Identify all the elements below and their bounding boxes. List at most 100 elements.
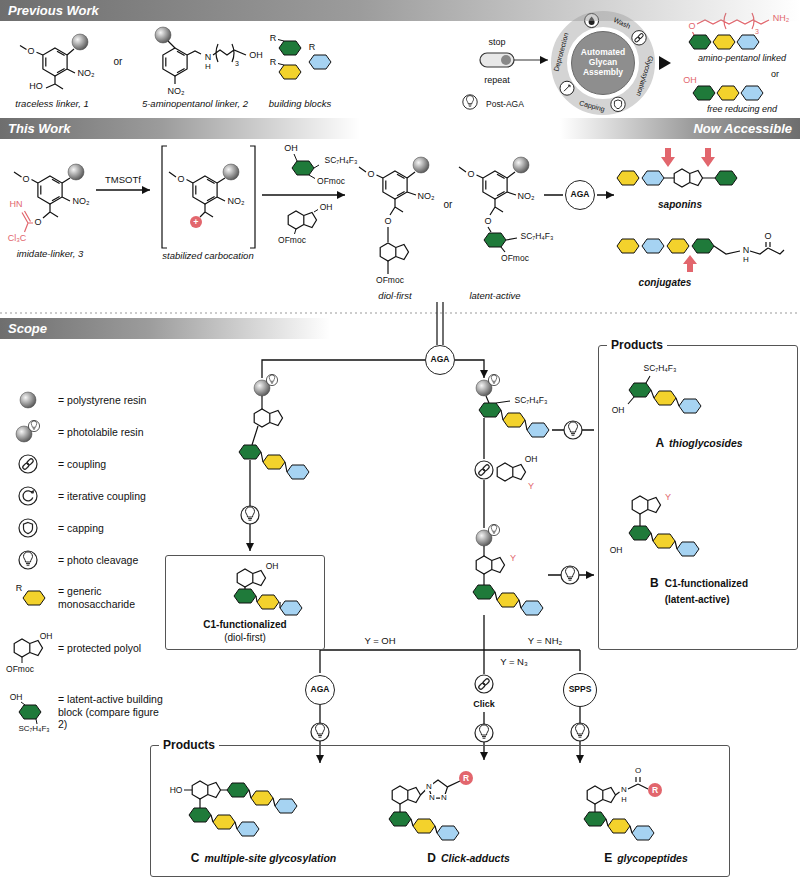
product-caption: Athioglycosides [607, 434, 791, 456]
chem-label: stop [488, 38, 505, 47]
chem-label: + [193, 218, 198, 227]
product-caption: B C1-functionalized (latent-active) [607, 576, 791, 610]
chem-label: N [743, 246, 750, 255]
chem-label: 3 [235, 60, 239, 67]
node-text: D [427, 851, 436, 865]
chem-label: or [444, 200, 453, 210]
legend-text: = generic monosaccharide [58, 585, 170, 610]
chem-label: Y = OH [364, 636, 395, 646]
chem-label: OH [284, 144, 298, 153]
product-panel: ProductsAthioglycosidesBC1-functionalize… [598, 345, 798, 650]
chem-label: R [16, 584, 23, 593]
node-text: A [655, 436, 664, 450]
chem-label: OFmoc [376, 276, 404, 285]
chem-label: O [484, 217, 491, 226]
chem-label: O [635, 767, 641, 775]
chem-label: R [463, 774, 469, 783]
node-text: Previous Work [8, 0, 792, 21]
product-caption: Eglycopeptides [571, 763, 721, 871]
chem-label: N [440, 794, 448, 802]
chem-label: H [621, 796, 626, 804]
chem-label: O [384, 217, 391, 226]
section-banner: Previous Work [0, 0, 800, 21]
node-text: Click-adducts [441, 852, 510, 864]
chem-label: NO₂ [518, 192, 535, 201]
chem-label: 5-aminopentanol linker, 2 [142, 99, 248, 109]
chem-label: repeat [484, 76, 510, 85]
aga-step-circle: AGA [565, 180, 595, 210]
chem-label: SC₇H₄F₃ [644, 364, 677, 373]
chem-label: HO [170, 786, 183, 795]
chem-label: OH [525, 455, 538, 464]
node-text: C1-functionalized [665, 578, 748, 591]
chem-label: Y = NH₂ [528, 636, 562, 646]
aga-step-circle: AGA [305, 675, 335, 705]
chem-label: Cl₃C [8, 234, 27, 243]
node-text: (diol-first) [224, 632, 266, 645]
chem-label: amino-pentanol linked [698, 54, 786, 63]
node-text: AGA [431, 355, 450, 364]
chem-label: NO₂ [73, 197, 90, 206]
chem-label: N [425, 783, 433, 791]
chem-label: OFmoc [278, 236, 306, 245]
chem-label: NH₂ [773, 14, 790, 23]
node-text: (latent-active) [665, 594, 748, 607]
node-text: multiple-site glycosylation [204, 852, 336, 864]
chem-label: or [114, 57, 123, 67]
chem-label: O [764, 232, 771, 241]
node-text: B [650, 576, 659, 590]
node-text: Now Accessible [568, 118, 792, 139]
chem-label: R [270, 58, 277, 67]
legend-text: = photolabile resin [58, 426, 170, 439]
chem-label: R [309, 43, 316, 52]
spps-circle: SPPS [563, 673, 597, 707]
node-text: Automated Glycan Assembly [576, 48, 630, 77]
aga-core-circle: Automated Glycan Assembly [571, 31, 635, 95]
chem-label: OFmoc [6, 665, 34, 674]
chem-label: SC₇H₄F₃ [515, 396, 548, 405]
chem-label: O [688, 22, 695, 31]
chem-label: OFmoc [501, 254, 529, 263]
chem-label: Click [473, 700, 495, 709]
chem-label: N [205, 53, 212, 62]
chem-label: saponins [658, 200, 702, 210]
chem-label: O [177, 175, 184, 184]
chem-label: Post-AGA [486, 100, 524, 109]
legend-text: = protected polyol [58, 642, 170, 655]
chem-label: R [270, 34, 277, 43]
chem-label: stabilized carbocation [162, 251, 253, 261]
chem-label: H [205, 63, 211, 71]
node-text: AGA [571, 190, 590, 199]
section-banner: This Work [0, 118, 360, 139]
node-text: C1-functionalized [203, 619, 286, 632]
legend-text: = latent-active building block (compare … [58, 693, 170, 731]
chem-label: N [428, 794, 436, 802]
product-caption: Cmultiple-site glycosylation [161, 763, 366, 871]
chem-label: Y [510, 554, 516, 563]
node-text: Products [159, 737, 219, 753]
chem-label: O [467, 170, 474, 179]
chem-label: 3 [755, 28, 759, 35]
chem-label: NO₂ [418, 192, 435, 201]
chem-label: NO₂ [228, 197, 245, 206]
chem-label: conjugates [639, 278, 692, 288]
chem-label: O [367, 170, 374, 179]
chem-label: NO₂ [78, 69, 95, 78]
chem-label: N [621, 786, 627, 794]
legend-text: = coupling [58, 458, 170, 471]
legend-text: = iterative coupling [58, 490, 170, 503]
chem-label: SC₇H₄F₃ [18, 725, 49, 733]
chem-label: diol-first [378, 291, 411, 301]
chem-label: HN [10, 200, 23, 209]
chem-label: OH [249, 51, 263, 60]
chem-label: imidate-linker, 3 [17, 249, 84, 259]
chem-label: Y = N₃ [500, 657, 528, 667]
chem-label: latent-active [469, 291, 520, 301]
node-text: SPPS [569, 685, 592, 694]
legend-text: = photo cleavage [58, 554, 170, 567]
chem-label: OH [612, 406, 625, 415]
node-text: thioglycosides [669, 437, 743, 449]
node-text: Scope [8, 318, 322, 339]
section-banner: Scope [0, 318, 330, 339]
chem-label: R [652, 786, 658, 795]
